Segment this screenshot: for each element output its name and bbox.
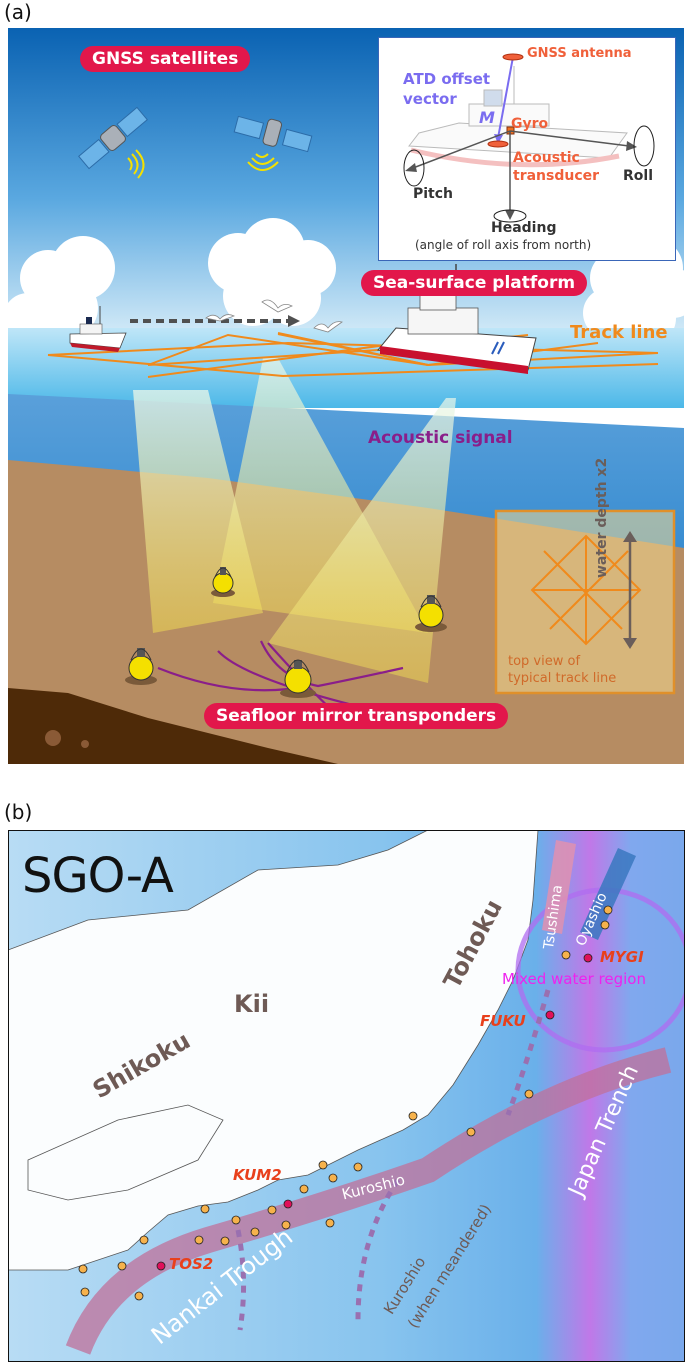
panel-a-label: (a) — [4, 0, 32, 24]
seafloor-mirror-transponders-label: Seafloor mirror transponders — [204, 703, 509, 729]
satellite-icon — [78, 106, 148, 170]
track-line-label: Track line — [570, 322, 668, 343]
water-depth-label: water depth x2 — [594, 457, 610, 578]
gnss-antenna-label: GNSS antenna — [527, 46, 632, 61]
roll-label: Roll — [623, 168, 653, 184]
acoustic-signal-label: Acoustic signal — [368, 428, 513, 448]
satellite-icon — [233, 115, 313, 153]
small-ship — [69, 306, 127, 352]
survey-ship — [377, 264, 537, 374]
atd-offset-label-1: ATD offset — [403, 70, 491, 88]
seagulls — [205, 299, 343, 333]
m-symbol: M — [479, 108, 495, 127]
track-inset-caption-1: top view of — [508, 654, 581, 669]
kuroshio-band — [65, 1047, 672, 1355]
track-inset-caption-2: typical track line — [508, 671, 617, 686]
ocean-scene — [8, 28, 684, 764]
japan-map — [8, 830, 685, 1362]
sgo-a-logo: SGO-A — [22, 848, 174, 904]
panel-b-label: (b) — [4, 800, 33, 824]
gyro-label: Gyro — [511, 116, 549, 132]
gnss-satellites-label: GNSS satellites — [80, 46, 251, 72]
ship-attitude-inset: GNSS antenna ATD offset vector M Gyro Ac… — [378, 37, 676, 261]
heading-note: (angle of roll axis from north) — [415, 238, 592, 252]
kum2-label: KUM2 — [233, 1166, 282, 1184]
fuku-label: FUKU — [480, 1012, 526, 1030]
transponders — [125, 567, 447, 698]
acoustic-transducer-label-1: Acoustic — [513, 150, 580, 166]
panel-a-illustration: GNSS satellites Sea-surface platform Tra… — [8, 28, 684, 764]
sea-surface-platform-label: Sea-surface platform — [361, 270, 588, 296]
atd-offset-label-2: vector — [403, 90, 457, 108]
panel-b-map: SGO-A Tohoku Kii Shikoku Tsushima Oyashi… — [8, 830, 685, 1362]
tos2-label: TOS2 — [169, 1255, 214, 1273]
mygi-label: MYGI — [600, 948, 644, 966]
heading-label: Heading — [491, 220, 557, 236]
mixed-water-region-label: Mixed water region — [502, 970, 646, 988]
pitch-label: Pitch — [413, 186, 454, 202]
kii-label: Kii — [234, 990, 270, 1018]
station-markers — [78, 905, 613, 1301]
acoustic-transducer-label-2: transducer — [513, 168, 600, 184]
